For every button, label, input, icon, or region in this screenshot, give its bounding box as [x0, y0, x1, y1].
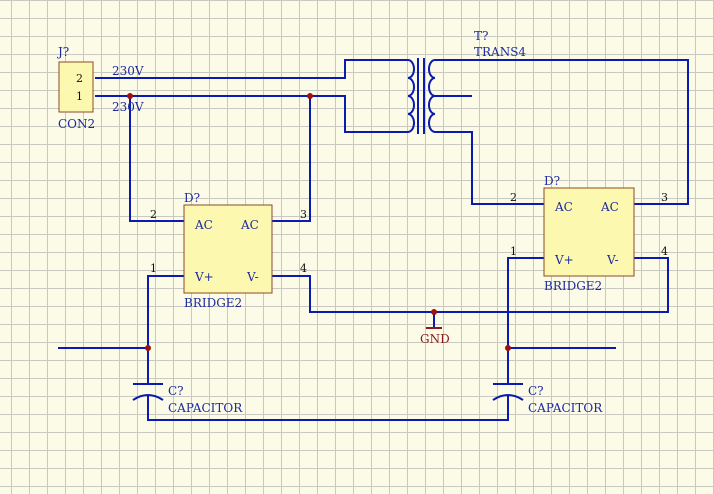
bridge-right-body[interactable]	[543, 187, 635, 277]
junction-dot	[145, 345, 151, 351]
wire-left-ac-pin3[interactable]	[272, 96, 311, 222]
capacitor-left-plate-bottom	[132, 394, 164, 401]
capacitor-right[interactable]: C? CAPACITOR	[492, 383, 603, 415]
bridge-right-ac1: AC	[554, 200, 573, 214]
wire-230v-top[interactable]	[95, 59, 408, 79]
connector-designator: J?	[56, 45, 69, 59]
bridge-left-pin-vplus: 1	[150, 262, 157, 275]
wires	[58, 59, 689, 421]
bridge-left-value: BRIDGE2	[184, 296, 242, 310]
junctions	[127, 93, 511, 351]
transformer-t[interactable]: T? TRANS4	[407, 29, 526, 134]
bridge-left-pin-ac2: 3	[300, 208, 307, 221]
junction-dot	[505, 345, 511, 351]
bridge-left-ac1: AC	[194, 218, 213, 232]
transformer-designator: T?	[474, 29, 488, 43]
capacitor-right-value: CAPACITOR	[528, 401, 603, 415]
transformer-primary-coil	[407, 59, 415, 133]
bridge-right-designator: D?	[544, 174, 560, 188]
capacitor-left[interactable]: C? CAPACITOR	[132, 383, 243, 415]
capacitor-right-designator: C?	[528, 384, 544, 398]
wire-230v-bottom[interactable]	[95, 95, 408, 133]
connector-body[interactable]	[58, 61, 94, 113]
junction-dot	[431, 309, 437, 315]
capacitor-right-plate-bottom	[492, 394, 524, 401]
capacitor-left-designator: C?	[168, 384, 184, 398]
bridge-right-value: BRIDGE2	[544, 279, 602, 293]
bridge-left-vplus: V+	[194, 270, 214, 284]
transformer-secondary-coil	[428, 59, 436, 133]
transformer-value: TRANS4	[474, 45, 526, 59]
bridge-left-designator: D?	[184, 191, 200, 205]
capacitor-left-value: CAPACITOR	[168, 401, 243, 415]
bridge-right-pin-vplus: 1	[510, 245, 517, 258]
bridge-left-ac2: AC	[240, 218, 259, 232]
bridge-right-pin-vminus: 4	[661, 245, 668, 258]
bridge-right-vminus: V-	[606, 253, 619, 267]
junction-dot	[127, 93, 133, 99]
net-label-230v-top: 230V	[112, 64, 144, 78]
connector-value: CON2	[58, 117, 95, 131]
bridge-right-pin-ac2: 3	[661, 191, 668, 204]
wire-capacitor-return[interactable]	[147, 396, 509, 421]
bridge-left-body[interactable]	[183, 204, 273, 294]
ground-symbol[interactable]: GND	[420, 327, 450, 346]
bridge-right-vplus: V+	[554, 253, 574, 267]
wire-left-ac-pin2[interactable]	[129, 96, 184, 222]
wire-left-vplus[interactable]	[147, 275, 184, 384]
gnd-label: GND	[420, 332, 450, 346]
net-label-230v-bottom: 230V	[112, 100, 144, 114]
bridge-left[interactable]: D? AC AC V+ V- 2 3 1 4 BRIDGE2	[150, 191, 307, 310]
bridge-right-pin-ac1: 2	[510, 191, 517, 204]
wire-secondary-top[interactable]	[435, 59, 689, 205]
bridge-left-pin-vminus: 4	[300, 262, 307, 275]
connector-pin-top: 2	[76, 72, 83, 85]
bridge-left-vminus: V-	[246, 270, 259, 284]
bridge-left-pin-ac1: 2	[150, 208, 157, 221]
wire-secondary-bottom[interactable]	[435, 131, 544, 205]
bridge-right-ac2: AC	[600, 200, 619, 214]
bridge-right[interactable]: D? AC AC V+ V- 2 3 1 4 BRIDGE2	[510, 174, 668, 293]
junction-dot	[307, 93, 313, 99]
wire-right-vplus[interactable]	[507, 257, 544, 384]
wire-ground-bus[interactable]	[272, 257, 669, 313]
connector-j[interactable]: J? 2 1 CON2 230V 230V	[56, 45, 144, 131]
connector-pin-bottom: 1	[76, 90, 83, 103]
